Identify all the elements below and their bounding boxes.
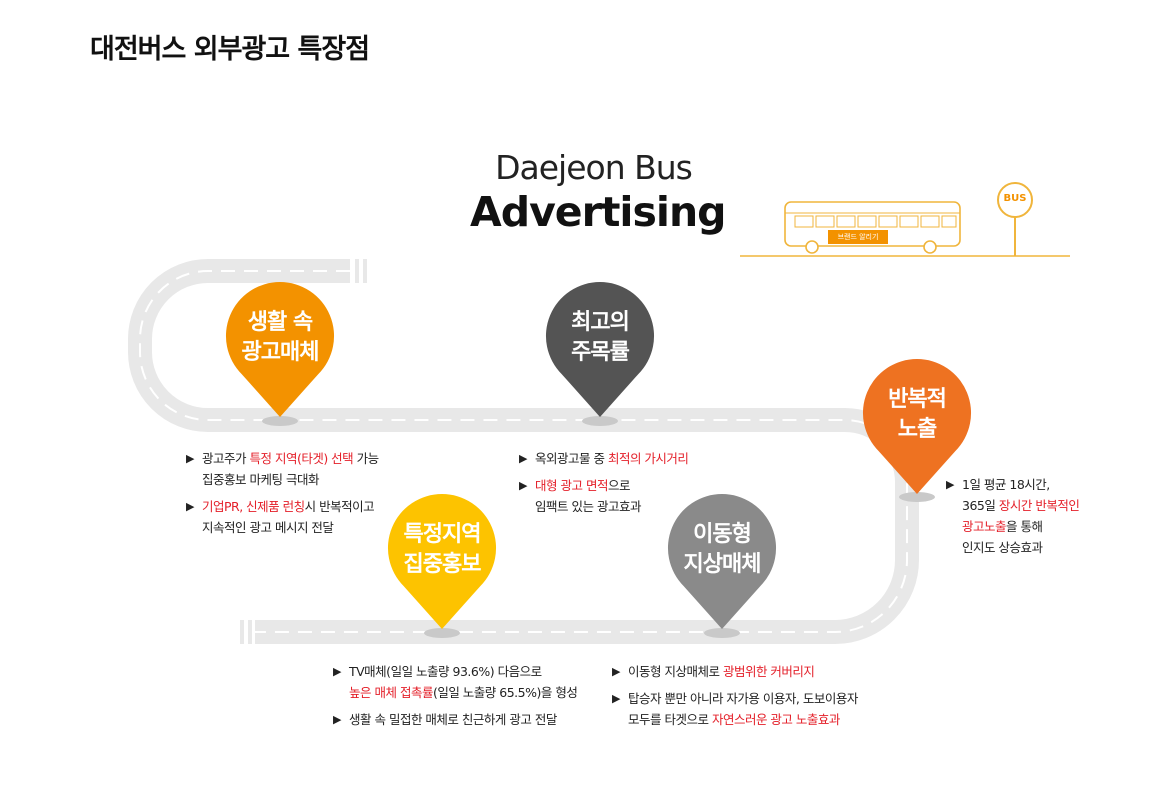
desc-repeat-item: ▶ 1일 평균 18시간, 365일 장시간 반복적인 광고노출을 통해 인지도… — [946, 474, 1106, 558]
bullet-triangle-icon: ▶ — [333, 713, 341, 726]
desc-line: 대형 광고 면적으로 — [535, 475, 739, 496]
desc-text: 시 반복적이고 — [304, 499, 375, 514]
desc-attention-item: ▶ 옥외광고물 중 최적의 가시거리 — [519, 448, 739, 469]
desc-line: 생활 속 밀접한 매체로 친근하게 광고 전달 — [349, 709, 593, 730]
desc-regional-item: ▶ TV매체(일일 노출량 93.6%) 다음으로 높은 매체 접촉률(일일 노… — [333, 661, 593, 703]
headline-advertising: Advertising — [470, 188, 726, 236]
desc-text: 으로 — [607, 478, 631, 493]
desc-line: TV매체(일일 노출량 93.6%) 다음으로 — [349, 661, 593, 682]
bullet-triangle-icon: ▶ — [186, 500, 194, 513]
desc-line: 기업PR, 신제품 런칭시 반복적이고 — [202, 496, 406, 517]
highlight-text: 기업PR, 신제품 런칭 — [202, 499, 305, 514]
highlight-text: 특정 지역(타겟) 선택 — [249, 451, 354, 466]
bullet-triangle-icon: ▶ — [519, 452, 527, 465]
pin-repeat: 반복적 노출 — [857, 355, 977, 505]
bullet-triangle-icon: ▶ — [519, 479, 527, 492]
desc-line: 365일 장시간 반복적인 — [962, 495, 1106, 516]
pin-repeat-line2: 노출 — [897, 417, 937, 442]
pin-life-line2: 광고매체 — [241, 340, 320, 365]
desc-text: 지속적인 광고 메시지 전달 — [202, 520, 334, 535]
pin-regional-line1: 특정지역 — [403, 522, 482, 547]
pin-moving: 이동형 지상매체 — [662, 490, 782, 640]
pin-attention-line1: 최고의 — [571, 310, 630, 335]
pin-attention: 최고의 주목률 — [540, 278, 660, 428]
desc-line: 이동형 지상매체로 광범위한 커버리지 — [628, 661, 902, 682]
highlight-text: 장시간 반복적인 — [998, 498, 1080, 513]
desc-regional: ▶ TV매체(일일 노출량 93.6%) 다음으로 높은 매체 접촉률(일일 노… — [333, 661, 593, 730]
highlight-text: 최적의 가시거리 — [607, 451, 689, 466]
bullet-triangle-icon: ▶ — [946, 478, 954, 491]
desc-life-item: ▶ 광고주가 특정 지역(타겟) 선택 가능 집중홍보 마케팅 극대화 — [186, 448, 406, 490]
desc-text: (일일 노출량 65.5%)을 형성 — [432, 685, 578, 700]
pin-moving-line2: 지상매체 — [683, 552, 762, 577]
desc-text: 집중홍보 마케팅 극대화 — [202, 472, 319, 487]
desc-text: TV매체(일일 노출량 93.6%) 다음으로 — [349, 664, 542, 679]
desc-line: 인지도 상승효과 — [962, 537, 1106, 558]
desc-life-item: ▶ 기업PR, 신제품 런칭시 반복적이고 지속적인 광고 메시지 전달 — [186, 496, 406, 538]
bullet-triangle-icon: ▶ — [333, 665, 341, 678]
desc-text: 광고주가 — [202, 451, 250, 466]
bullet-triangle-icon: ▶ — [612, 692, 620, 705]
desc-text: 을 통해 — [1006, 519, 1043, 534]
desc-life: ▶ 광고주가 특정 지역(타겟) 선택 가능 집중홍보 마케팅 극대화 ▶ 기업… — [186, 448, 406, 538]
desc-text: 생활 속 밀접한 매체로 친근하게 광고 전달 — [349, 712, 557, 727]
pin-attention-line2: 주목률 — [571, 340, 630, 365]
desc-moving: ▶ 이동형 지상매체로 광범위한 커버리지 ▶ 탑승자 뿐만 아니라 자가용 이… — [612, 661, 902, 730]
pin-repeat-line1: 반복적 — [888, 387, 947, 412]
bus-side-text: 브랜드 알리기 — [837, 233, 879, 241]
pin-life: 생활 속 광고매체 — [220, 278, 340, 428]
pin-life-line1: 생활 속 — [247, 310, 313, 335]
desc-repeat: ▶ 1일 평균 18시간, 365일 장시간 반복적인 광고노출을 통해 인지도… — [946, 474, 1106, 558]
bus-illustration: 브랜드 알리기 BUS — [740, 180, 1080, 265]
desc-line: 탑승자 뿐만 아니라 자가용 이용자, 도보이용자 — [628, 688, 902, 709]
desc-regional-item: ▶ 생활 속 밀접한 매체로 친근하게 광고 전달 — [333, 709, 593, 730]
desc-text: 모두를 타겟으로 — [628, 712, 712, 727]
highlight-text: 광고노출 — [962, 519, 1007, 534]
desc-line: 옥외광고물 중 최적의 가시거리 — [535, 448, 739, 469]
desc-text: 이동형 지상매체로 — [628, 664, 723, 679]
desc-text: 가능 — [353, 451, 380, 466]
headline-city: Daejeon Bus — [495, 148, 693, 187]
pin-regional: 특정지역 집중홍보 — [382, 490, 502, 640]
desc-text: 임팩트 있는 광고효과 — [535, 499, 641, 514]
desc-text: 탑승자 뿐만 아니라 자가용 이용자, 도보이용자 — [628, 691, 858, 706]
desc-text: 인지도 상승효과 — [962, 540, 1043, 555]
desc-line: 집중홍보 마케팅 극대화 — [202, 469, 406, 490]
pin-regional-line2: 집중홍보 — [403, 552, 482, 577]
desc-attention-item: ▶ 대형 광고 면적으로 임팩트 있는 광고효과 — [519, 475, 739, 517]
highlight-text: 광범위한 커버리지 — [722, 664, 815, 679]
highlight-text: 대형 광고 면적 — [535, 478, 608, 493]
page-title: 대전버스 외부광고 특장점 — [90, 34, 370, 65]
desc-line: 모두를 타겟으로 자연스러운 광고 노출효과 — [628, 709, 902, 730]
bus-stop-sign: BUS — [1003, 193, 1027, 204]
desc-moving-item: ▶ 탑승자 뿐만 아니라 자가용 이용자, 도보이용자 모두를 타겟으로 자연스… — [612, 688, 902, 730]
desc-line: 광고노출을 통해 — [962, 516, 1106, 537]
highlight-text: 높은 매체 접촉률 — [349, 685, 433, 700]
desc-line: 광고주가 특정 지역(타겟) 선택 가능 — [202, 448, 406, 469]
desc-line: 1일 평균 18시간, — [962, 474, 1106, 495]
desc-line: 지속적인 광고 메시지 전달 — [202, 517, 406, 538]
desc-line: 높은 매체 접촉률(일일 노출량 65.5%)을 형성 — [349, 682, 593, 703]
desc-text: 1일 평균 18시간, — [962, 477, 1050, 492]
pin-moving-line1: 이동형 — [693, 522, 752, 547]
desc-text: 365일 — [962, 498, 999, 513]
bullet-triangle-icon: ▶ — [612, 665, 620, 678]
desc-line: 임팩트 있는 광고효과 — [535, 496, 739, 517]
desc-text: 옥외광고물 중 — [535, 451, 608, 466]
bullet-triangle-icon: ▶ — [186, 452, 194, 465]
desc-moving-item: ▶ 이동형 지상매체로 광범위한 커버리지 — [612, 661, 902, 682]
desc-attention: ▶ 옥외광고물 중 최적의 가시거리 ▶ 대형 광고 면적으로 임팩트 있는 광… — [519, 448, 739, 517]
highlight-text: 자연스러운 광고 노출효과 — [711, 712, 840, 727]
